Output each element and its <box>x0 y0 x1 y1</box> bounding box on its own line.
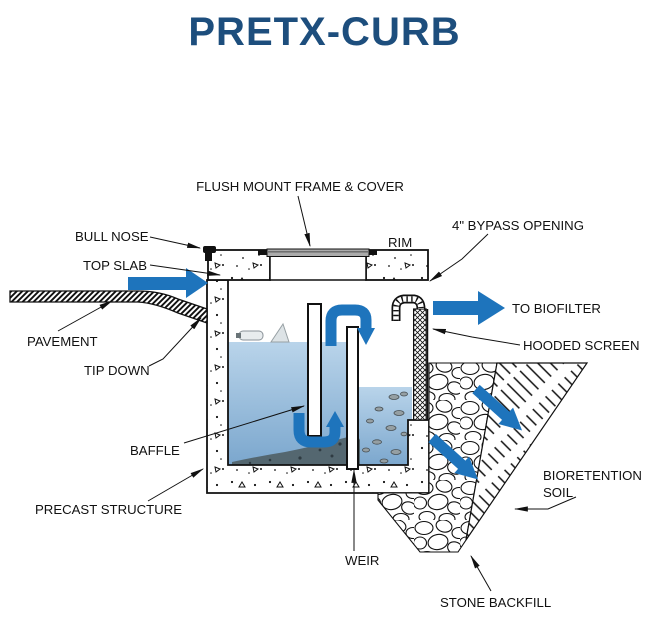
label-baffle: BAFFLE <box>130 443 180 458</box>
label-flush-mount-frame-cover: FLUSH MOUNT FRAME & COVER <box>196 179 404 194</box>
top-slab <box>203 246 429 281</box>
label-bull-nose: BULL NOSE <box>75 229 149 244</box>
bottle-cap <box>236 333 241 338</box>
label-stone-backfill: STONE BACKFILL <box>440 595 551 610</box>
hooded-screen <box>391 294 429 421</box>
label-tip-down: TIP DOWN <box>84 363 150 378</box>
leader-flush-mount <box>297 195 311 248</box>
leader-bioretention-soil <box>513 496 577 512</box>
label-bioretention: BIORETENTION <box>543 468 642 483</box>
labels: FLUSH MOUNT FRAME & COVER BULL NOSE TOP … <box>27 179 642 610</box>
floating-cup <box>270 322 290 343</box>
page-title: PRETX-CURB <box>188 10 461 54</box>
leader-precast-structure <box>147 468 205 502</box>
label-precast-structure: PRECAST STRUCTURE <box>35 502 182 517</box>
leader-bull-nose <box>149 236 202 249</box>
label-top-slab: TOP SLAB <box>83 258 147 273</box>
leader-bypass-opening <box>429 233 489 282</box>
leader-baffle <box>183 405 306 444</box>
weir-plate <box>346 326 359 470</box>
water-right-chamber <box>358 387 412 467</box>
frame-notch-right <box>366 250 377 255</box>
over-weir-flow-arrow <box>325 304 375 346</box>
floating-debris <box>236 322 290 343</box>
flow-arrows <box>128 268 523 480</box>
infiltration-arrow-1 <box>472 384 523 431</box>
under-baffle-flow-arrow <box>293 411 344 448</box>
leader-hooded-screen <box>431 328 521 346</box>
to-biofilter-arrow <box>433 291 505 325</box>
label-soil: SOIL <box>543 485 573 500</box>
baffle-plate <box>307 303 322 437</box>
top-slab-right-block <box>365 249 429 281</box>
screen-mesh <box>413 308 427 421</box>
label-weir: WEIR <box>345 553 379 568</box>
floating-bottle <box>238 330 264 341</box>
label-to-biofilter: TO BIOFILTER <box>512 301 601 316</box>
label-hooded-screen: HOODED SCREEN <box>523 338 640 353</box>
screen-hood-hook <box>391 294 426 321</box>
frame-notch-left <box>258 250 268 255</box>
leader-top-slab <box>149 264 222 276</box>
leader-lines <box>57 195 577 592</box>
pavement-strip <box>9 290 208 324</box>
label-rim: RIM <box>388 235 412 250</box>
leader-tip-down <box>148 317 202 367</box>
flush-mount-cover <box>266 248 370 257</box>
leader-pavement <box>57 300 114 332</box>
label-pavement: PAVEMENT <box>27 334 98 349</box>
precast-structure-body <box>206 279 430 494</box>
leader-stone-backfill <box>470 554 492 592</box>
suspended-particles <box>362 391 408 464</box>
infiltration-arrow-2 <box>428 433 479 480</box>
inflow-arrow <box>128 268 208 298</box>
label-bypass-opening: 4" BYPASS OPENING <box>452 218 584 233</box>
bull-nose-detail <box>203 246 216 261</box>
